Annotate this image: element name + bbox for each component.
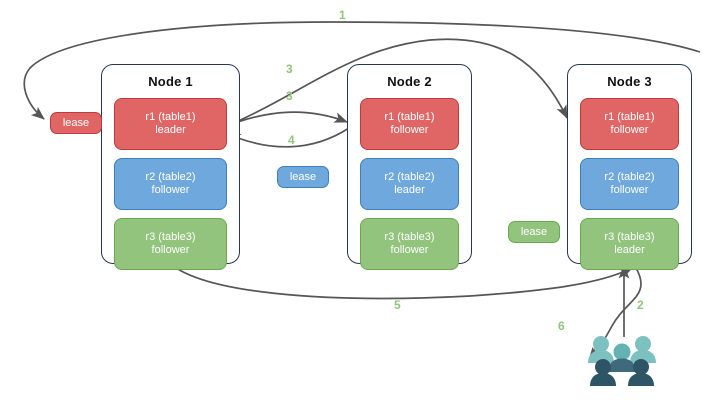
node-title: Node 1 — [148, 74, 193, 89]
replica-name: r1 (table1) — [384, 110, 435, 123]
replica-n3r1[interactable]: r1 (table1) follower — [580, 98, 679, 150]
step-label-2: 1 — [339, 8, 346, 22]
replica-role: follower — [610, 184, 649, 196]
users-group-icon — [588, 336, 656, 386]
replica-role: follower — [390, 244, 429, 256]
edge-step-4 — [227, 127, 350, 148]
replica-n1r2[interactable]: r2 (table2) follower — [114, 158, 227, 210]
step-label-5: 5 — [394, 298, 401, 312]
lease-label: lease — [289, 171, 317, 183]
step-label-4: 4 — [288, 133, 295, 147]
replica-role: follower — [151, 244, 190, 256]
replica-n2r2[interactable]: r2 (table2) leader — [360, 158, 459, 210]
node-card-node1[interactable]: Node 1 r1 (table1) leader r2 (table2) fo… — [101, 64, 240, 270]
step-label-3a: 3 — [286, 62, 293, 76]
node-card-node2[interactable]: Node 2 r1 (table1) follower r2 (table2) … — [347, 64, 472, 270]
step-label-3b: 3 — [286, 89, 293, 103]
lease-badge-table1[interactable]: lease — [50, 112, 102, 134]
step-label-1: 2 — [637, 298, 644, 312]
replica-n2r1[interactable]: r1 (table1) follower — [360, 98, 459, 150]
replica-role: leader — [155, 124, 186, 136]
step-label-6: 6 — [558, 319, 565, 333]
replica-name: r3 (table3) — [384, 230, 435, 243]
replica-name: r3 (table3) — [145, 230, 196, 243]
replica-role: leader — [394, 184, 425, 196]
replica-role: leader — [614, 244, 645, 256]
lease-badge-table3[interactable]: lease — [508, 221, 560, 243]
edge-step-2 — [23, 21, 701, 120]
replica-name: r2 (table2) — [145, 170, 196, 183]
replica-role: follower — [610, 124, 649, 136]
replica-name: r1 (table1) — [145, 110, 196, 123]
replica-name: r2 (table2) — [384, 170, 435, 183]
edge-step-3-to-node3 — [221, 38, 568, 129]
replica-name: r2 (table2) — [604, 170, 655, 183]
replica-name: r1 (table1) — [604, 110, 655, 123]
node-title: Node 3 — [607, 74, 652, 89]
node-title: Node 2 — [387, 74, 432, 89]
replica-name: r3 (table3) — [604, 230, 655, 243]
replica-role: follower — [390, 124, 429, 136]
edge-step-5 — [169, 262, 633, 300]
replica-role: follower — [151, 184, 190, 196]
replica-n1r1[interactable]: r1 (table1) leader — [114, 98, 227, 150]
replica-n3r3[interactable]: r3 (table3) leader — [580, 218, 679, 270]
replica-n2r3[interactable]: r3 (table3) follower — [360, 218, 459, 270]
replica-n3r2[interactable]: r2 (table2) follower — [580, 158, 679, 210]
lease-badge-table2[interactable]: lease — [277, 166, 329, 188]
replica-n1r3[interactable]: r3 (table3) follower — [114, 218, 227, 270]
node-card-node3[interactable]: Node 3 r1 (table1) follower r2 (table2) … — [567, 64, 692, 270]
lease-label: lease — [520, 226, 548, 238]
lease-label: lease — [62, 117, 90, 129]
